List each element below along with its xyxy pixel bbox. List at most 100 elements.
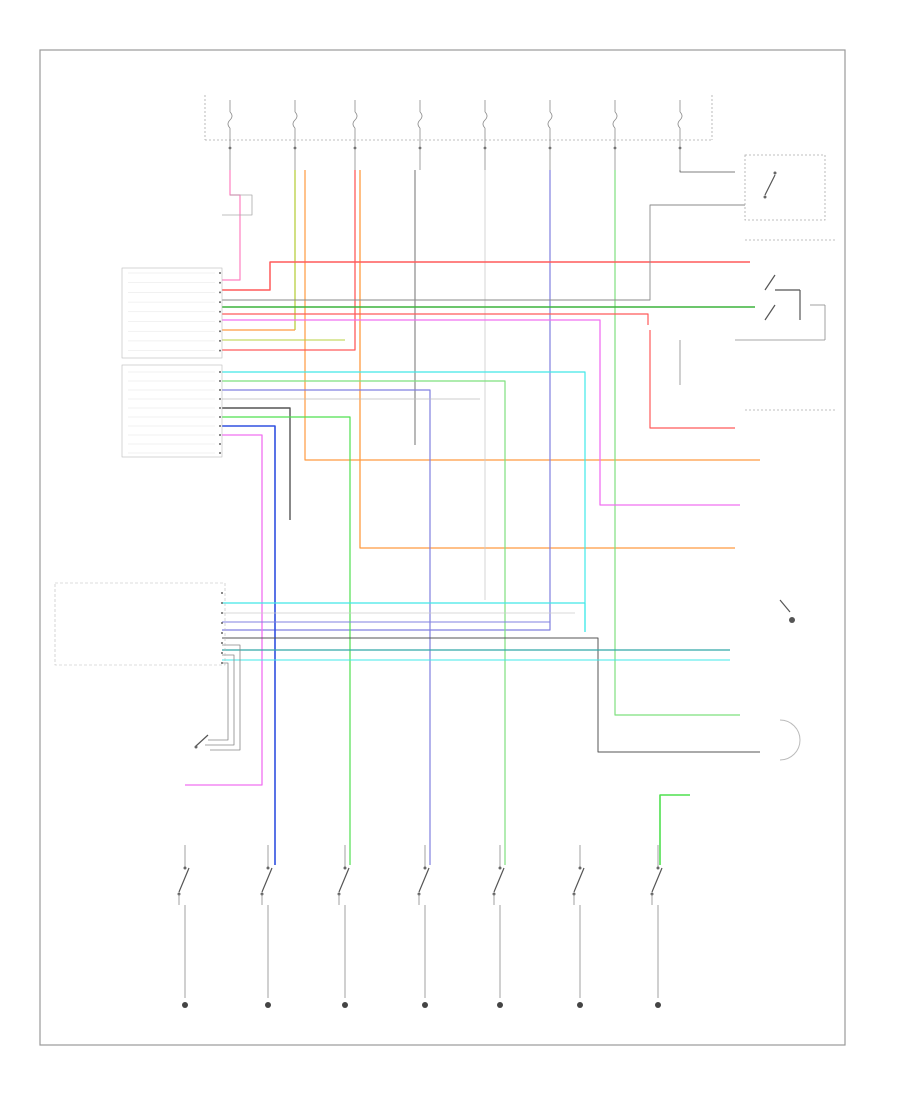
pin [219,398,221,400]
wire-pink-fuse1 [222,170,241,281]
wire-gray-sensor [222,194,253,216]
ground-point [342,1002,348,1008]
wire-sensor-2 [205,654,235,746]
ground-point [182,1002,188,1008]
wire-cyan-1 [222,371,586,632]
wire-violet-fuse6 [222,170,551,631]
wire-sensor-1 [210,644,241,751]
wire-blue [222,425,276,865]
ground-point [655,1002,661,1008]
right-switch-middle [735,239,835,411]
pin [219,380,221,382]
wire-red-right [649,330,735,429]
wire-magenta [222,319,740,506]
switch-contact [651,867,663,893]
switch-terminal [266,866,270,870]
switch-contact [178,867,190,893]
door-switch [417,845,430,1008]
pin [219,349,221,352]
pin [219,339,221,342]
wire-violet-1 [222,389,431,865]
fuse-layer [227,100,683,170]
pin [219,443,221,445]
switch-terminal [578,866,582,870]
door-switch [177,845,190,1008]
right-switch-top [744,154,826,221]
switch-terminal [498,866,502,870]
fuse [352,100,358,170]
pin [219,281,221,284]
wire-sensor-3 [208,662,229,741]
fuse-element [482,111,488,129]
pin [219,452,221,454]
wire-red-top [222,261,750,291]
pin [219,330,221,333]
door-switch [572,845,585,1008]
ground-point [577,1002,583,1008]
wire-brgreen-1 [222,416,351,865]
switch-terminal [423,866,427,870]
lower-module-pins [221,592,223,664]
wire-red-fuse3 [222,170,356,351]
ground-point [422,1002,428,1008]
fuse [482,100,488,170]
fuse [227,100,233,170]
fuse-element [352,111,358,129]
wire-dark-ground [222,407,291,520]
sensor-switch [194,734,209,749]
wire-orange-long [304,170,760,461]
lamp-symbol [779,719,801,761]
pin [219,291,221,294]
pin [221,642,223,644]
lower-module-connector [54,582,226,666]
ground-point [265,1002,271,1008]
pin [219,407,221,409]
pin [219,371,221,373]
fuse-element [547,111,553,129]
pin [221,652,223,654]
pin [221,592,223,594]
wire-dark-lamp [222,637,760,753]
pin [219,272,221,274]
wire-cyan-2 [222,602,586,632]
wire-magenta-2 [185,434,263,786]
wire-gray-switch [222,204,745,301]
pin [221,622,223,624]
switch-terminal [343,866,347,870]
pin [219,310,221,313]
fuse [417,100,423,170]
pin [221,662,223,664]
wire-ltgreen-1 [222,380,506,865]
upper-module-connector [121,267,223,458]
switch-terminal [183,866,187,870]
fuse [677,100,683,170]
bottom-switch-row [177,845,663,1008]
switch-contact [493,867,505,893]
switch-contact [338,867,350,893]
wire-layer [185,170,760,865]
pin [221,632,223,634]
upper-module-pins [128,272,221,454]
pin [219,425,221,427]
switch-contact [573,867,585,893]
ground-point [497,1002,503,1008]
fuse [612,100,618,170]
fuse-panel [204,95,713,141]
fuse [292,100,298,170]
fuse [547,100,553,170]
diagram-border [39,49,846,1046]
pin [219,434,221,436]
fuse-element [292,111,298,129]
fuse-element [227,111,233,129]
fuse-element [612,111,618,129]
fuse-element [677,111,683,129]
door-switch [337,845,350,1008]
switch-contact [418,867,430,893]
ground-symbol [779,599,795,623]
switch-contact [261,867,273,893]
pin [219,416,221,418]
fuse-element [417,111,423,129]
door-switch [650,845,663,1008]
door-switch [492,845,505,1008]
